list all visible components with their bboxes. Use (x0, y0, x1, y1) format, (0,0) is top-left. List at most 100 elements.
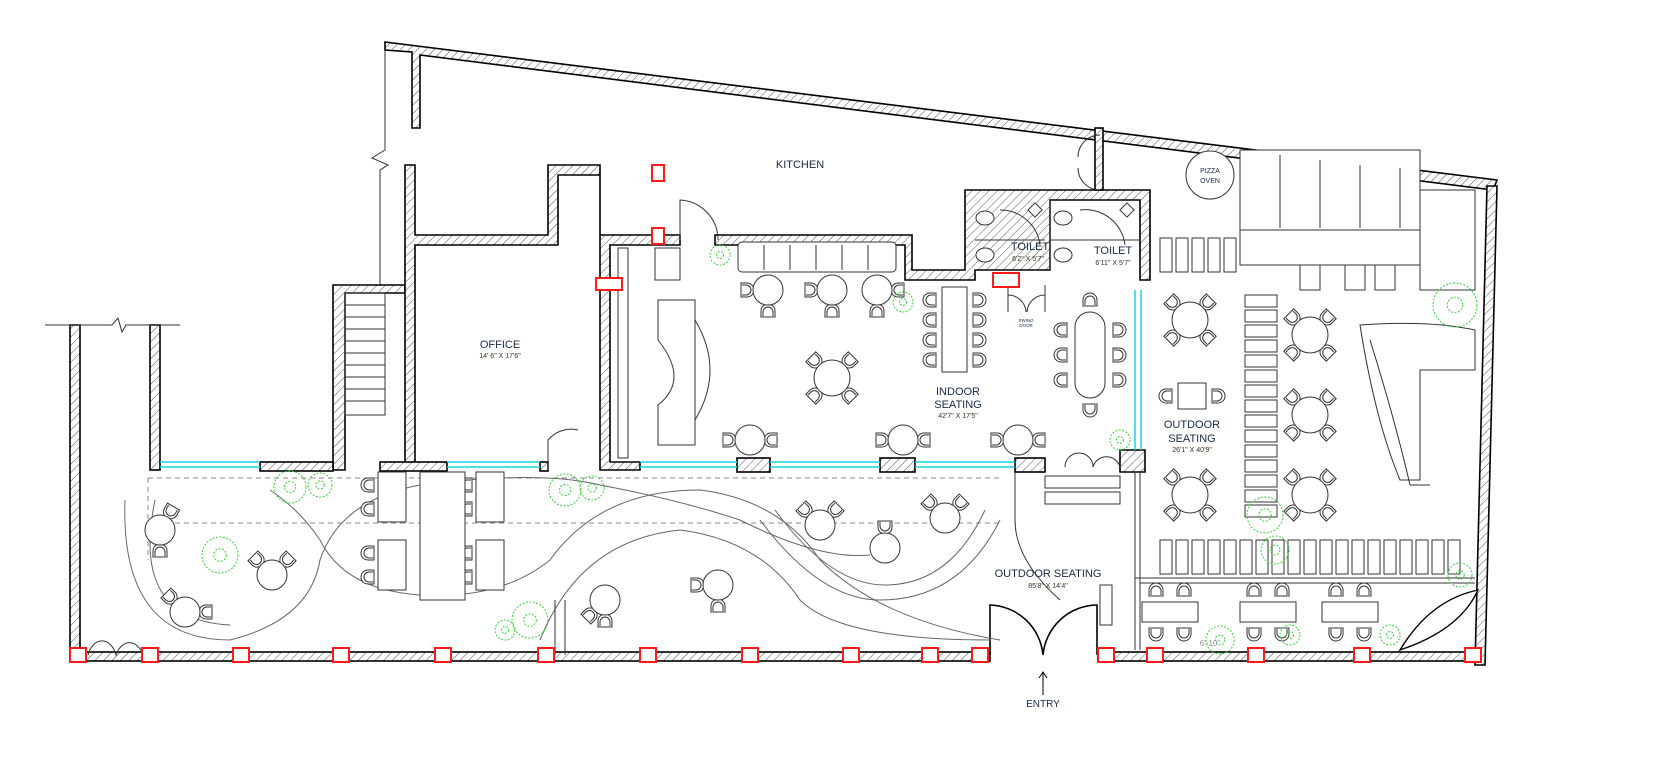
column-marker (1097, 647, 1115, 663)
round-table (1283, 468, 1337, 522)
kitchen-label: KITCHEN (776, 159, 824, 171)
chair (1356, 582, 1372, 597)
tree-icon (1432, 282, 1478, 328)
round-table (795, 500, 845, 541)
pizza-oven (1185, 150, 1235, 200)
chair (740, 282, 755, 298)
bench (1244, 354, 1278, 368)
west-door (87, 640, 144, 657)
outdoor-table (1141, 582, 1199, 642)
chair (1211, 388, 1226, 404)
kitchen-door (679, 199, 719, 241)
bench (1319, 539, 1333, 575)
chair (1053, 322, 1068, 338)
chair (1274, 582, 1290, 597)
bench (1271, 539, 1285, 575)
bench (1244, 369, 1278, 383)
round-table (805, 351, 859, 405)
toilet-1-label: TOILET (1011, 241, 1050, 253)
oval-table (1053, 292, 1127, 418)
bench (1244, 474, 1278, 488)
toilet-2-label: TOILET (1094, 245, 1133, 257)
chair (972, 312, 987, 328)
tree-icon (494, 619, 516, 641)
swing-door-label-1: SWING (1018, 318, 1034, 323)
bench (1415, 539, 1429, 575)
round-table (869, 520, 901, 564)
chair (1031, 432, 1046, 448)
chair (922, 332, 937, 348)
office-front-wall (379, 461, 448, 472)
column-marker (332, 647, 350, 663)
tree-icon (273, 470, 307, 504)
square-table (1158, 382, 1226, 410)
indoor-seating-label-2: SEATING (934, 399, 981, 411)
bench (1244, 339, 1278, 353)
chair (1112, 372, 1127, 388)
long-table (922, 286, 987, 373)
outdoor-planters (124, 322, 1480, 655)
bench (1255, 539, 1269, 575)
bench (1447, 539, 1461, 575)
indoor-seating-size: 42'7" X 17'5" (938, 413, 978, 420)
column-marker (651, 227, 665, 245)
bench (1244, 399, 1278, 413)
break-line-north (370, 50, 390, 285)
column-3 (1014, 457, 1046, 473)
tree-icon (579, 475, 605, 501)
kitchen-south-wall (714, 189, 1151, 281)
tree-icon (511, 601, 549, 639)
pizza-oven-label-1: PIZZA (1200, 168, 1220, 175)
bench (1223, 539, 1237, 575)
column-marker (651, 164, 665, 182)
bench (1175, 237, 1189, 273)
round-table (804, 274, 848, 318)
chair (1328, 627, 1344, 642)
labels: KITCHEN PIZZA OVEN TOILET 6'2" X 5'7" TO… (479, 159, 1220, 710)
column-marker (921, 647, 939, 663)
round-table (920, 493, 970, 534)
bench (1191, 237, 1205, 273)
outdoor-table (1239, 582, 1297, 642)
square-table (458, 539, 505, 591)
entry-double-door (989, 604, 1098, 656)
bench (1244, 384, 1278, 398)
column-marker (992, 272, 1020, 288)
chair (1053, 372, 1068, 388)
round-table (580, 584, 621, 628)
east-wall (1474, 185, 1498, 666)
bench (1287, 539, 1301, 575)
tree-icon (1246, 496, 1284, 534)
outdoor-seating-front-size: 85'8" X 14'4" (1028, 583, 1068, 590)
column-marker (741, 647, 759, 663)
round-table (1283, 388, 1337, 442)
square-table (458, 471, 505, 523)
bench (1244, 459, 1278, 473)
round-table (144, 502, 181, 558)
bench (1244, 489, 1278, 503)
bench (1191, 539, 1205, 575)
chair (1176, 627, 1192, 642)
round-table (690, 569, 734, 613)
tree-icon (201, 536, 239, 574)
west-wall-b (149, 324, 161, 471)
tree-icon (1279, 624, 1301, 646)
office-door (547, 428, 579, 470)
bench (1175, 539, 1189, 575)
chair (1356, 627, 1372, 642)
bench (1244, 429, 1278, 443)
round-table (1283, 308, 1337, 362)
tree-icon (548, 473, 582, 507)
bench-rows (1159, 237, 1461, 575)
chair (360, 477, 375, 493)
boat-feature (1398, 589, 1480, 652)
column-4 (539, 461, 549, 472)
outdoor-table (1321, 582, 1379, 642)
column-1 (736, 457, 771, 473)
round-table (722, 424, 778, 456)
bench (1367, 539, 1381, 575)
bench (1244, 444, 1278, 458)
outdoor-seating-front-label: OUTDOOR SEATING (995, 568, 1102, 580)
bench (1351, 539, 1365, 575)
bench (1223, 237, 1237, 273)
